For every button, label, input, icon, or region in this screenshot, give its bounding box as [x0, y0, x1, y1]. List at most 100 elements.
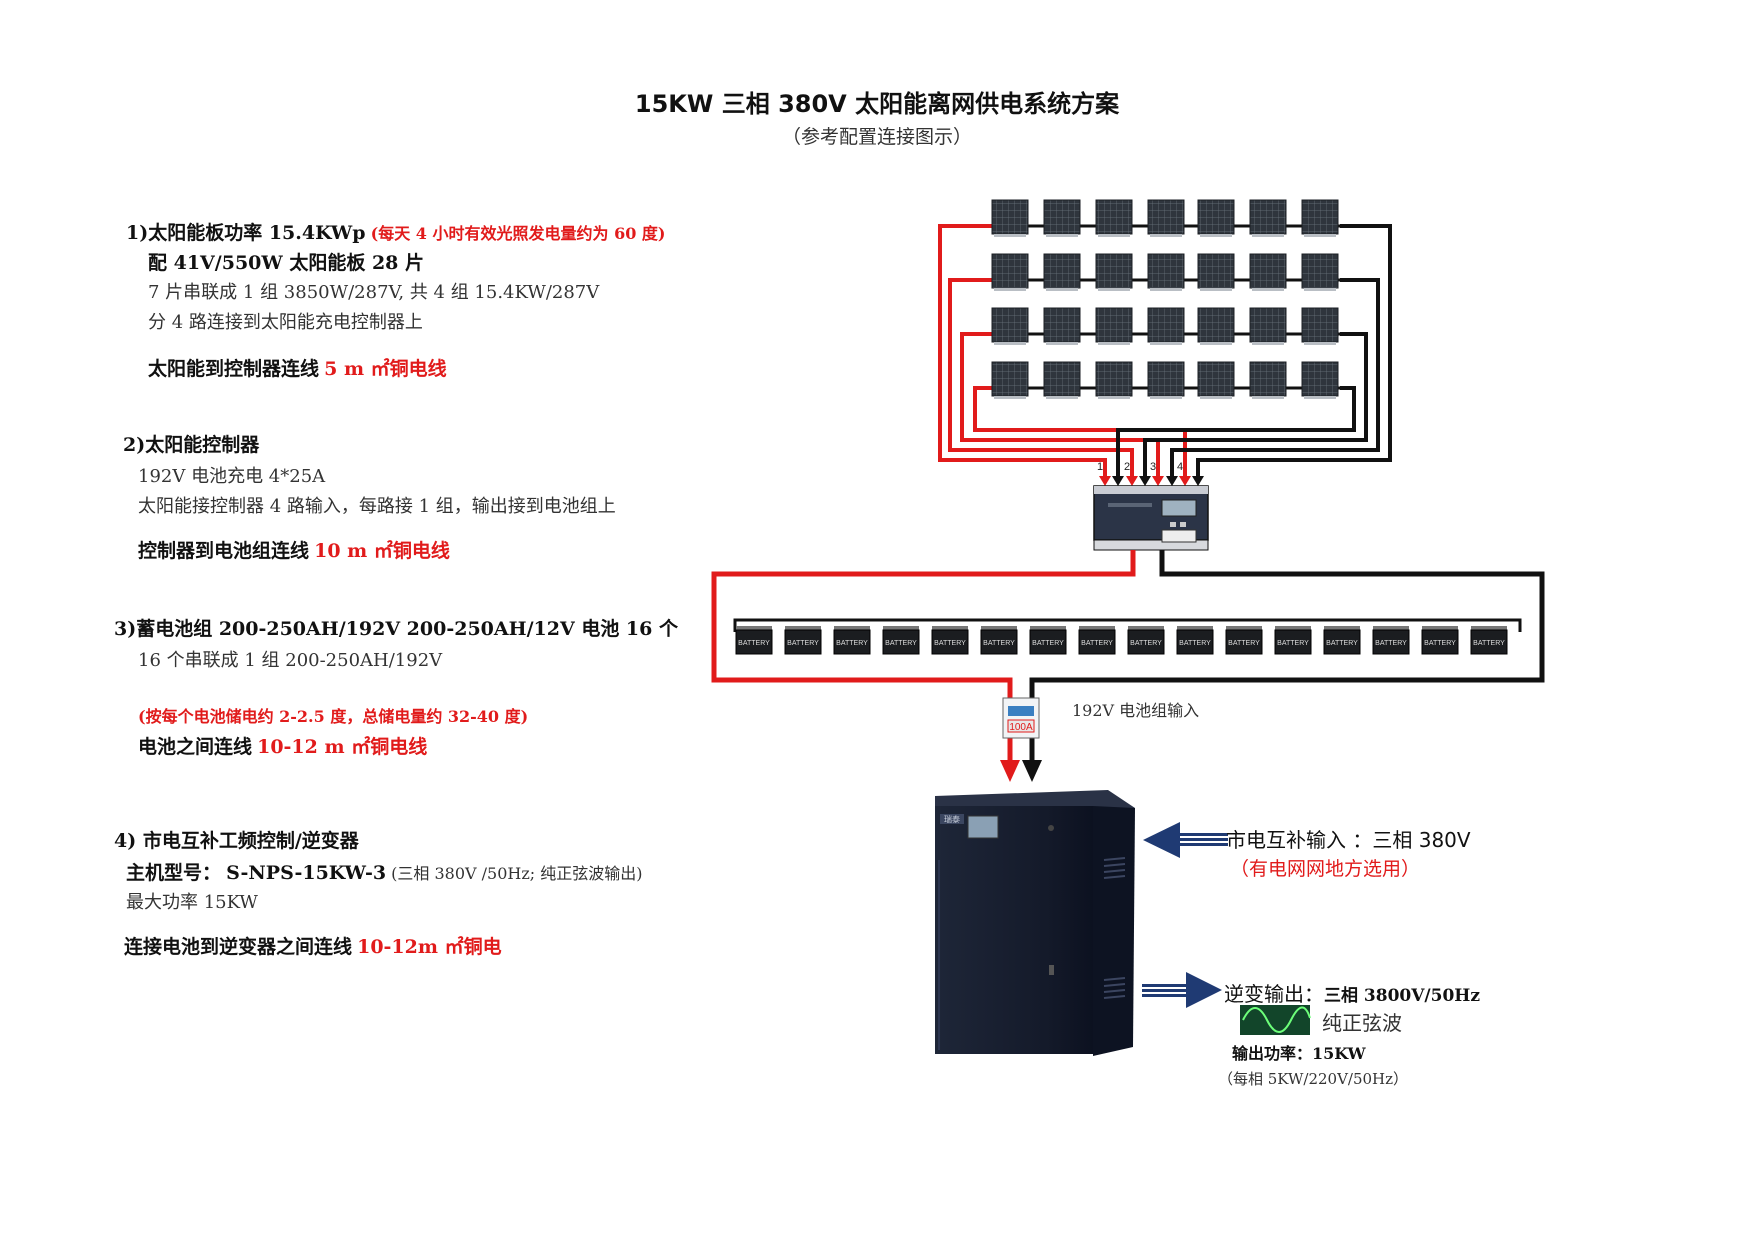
battery-label: BATTERY	[787, 640, 819, 647]
battery-label: BATTERY	[1473, 640, 1505, 647]
sec4-cable-row: 连接电池到逆变器之间连线 10-12m ㎡铜电	[124, 932, 502, 959]
battery-unit: BATTERY	[784, 626, 822, 655]
battery-unit: BATTERY	[1176, 626, 1214, 655]
grid-input-note: （有电网网地方选用）	[1230, 858, 1421, 880]
sine-wave-icon	[1240, 1005, 1311, 1035]
solar-panel	[1301, 361, 1339, 399]
inverter-output-label: 逆变输出：	[1224, 982, 1324, 1006]
sec4-line2: 最大功率 15KW	[126, 892, 258, 913]
sec1-cable-value: 5 m ㎡铜电线	[324, 358, 447, 380]
solar-panel	[1197, 253, 1235, 291]
cabinet-display	[967, 815, 999, 839]
battery-label: BATTERY	[836, 640, 868, 647]
battery-unit: BATTERY	[1225, 626, 1263, 655]
sine-label: 纯正弦波	[1322, 1011, 1402, 1035]
sec1-line3: 分 4 路连接到太阳能充电控制器上	[148, 312, 423, 333]
battery-label: BATTERY	[1375, 640, 1407, 647]
controller-input-numbers: 1 2 3 4	[1097, 461, 1183, 473]
battery-label: BATTERY	[1081, 640, 1113, 647]
sec4-cable-value: 10-12m ㎡铜电	[357, 936, 502, 958]
page-title: 15KW 三相 380V 太阳能离网供电系统方案	[634, 90, 1120, 118]
sec1-line2: 7 片串联成 1 组 3850W/287V, 共 4 组 15.4KW/287V	[148, 282, 600, 303]
battery-label: BATTERY	[1130, 640, 1162, 647]
solar-panel	[1249, 199, 1287, 237]
solar-panel	[1249, 253, 1287, 291]
solar-panel	[991, 199, 1029, 237]
sec3-cable-value: 10-12 m ㎡铜电线	[257, 736, 428, 758]
solar-panel	[991, 361, 1029, 399]
solar-panel	[991, 307, 1029, 345]
solar-panel	[1249, 361, 1287, 399]
solar-panel	[1197, 361, 1235, 399]
input-label-3: 3	[1150, 461, 1156, 473]
solar-panel	[1301, 253, 1339, 291]
input-label-2: 2	[1124, 461, 1130, 473]
battery-unit: BATTERY	[1470, 626, 1508, 655]
solar-panel	[1095, 199, 1133, 237]
breaker-100a: 100A	[1002, 697, 1040, 739]
battery-label: BATTERY	[1326, 640, 1358, 647]
battery-unit: BATTERY	[882, 626, 920, 655]
battery-unit: BATTERY	[1127, 626, 1165, 655]
sec1-heading-row: 1)太阳能板功率 15.4KWp (每天 4 小时有效光照发电量约为 60 度)	[126, 218, 665, 245]
solar-charge-controller	[1093, 485, 1209, 551]
input-label-1: 1	[1097, 461, 1103, 473]
sec1-cable-row: 太阳能到控制器连线 5 m ㎡铜电线	[148, 354, 447, 381]
solar-panel	[1043, 199, 1081, 237]
solar-panel	[1095, 307, 1133, 345]
sec2-cable-label: 控制器到电池组连线	[138, 540, 310, 562]
battery-label: BATTERY	[1228, 640, 1260, 647]
solar-panel	[1043, 253, 1081, 291]
sec2-line1: 192V 电池充电 4*25A	[138, 466, 326, 487]
sec1-heading: 1)太阳能板功率 15.4KWp	[126, 222, 366, 244]
battery-unit: BATTERY	[833, 626, 871, 655]
battery-input-arrows	[1000, 760, 1042, 782]
inverter-output-row: 逆变输出：三相 3800V/50Hz	[1224, 978, 1480, 1007]
input-label-4: 4	[1177, 461, 1183, 473]
battery-label: BATTERY	[934, 640, 966, 647]
battery-label: BATTERY	[738, 640, 770, 647]
battery-label: BATTERY	[885, 640, 917, 647]
battery-bank: BATTERY BATTERY BATTERY BATTERY BATTERY BATTE…	[735, 626, 1508, 655]
sec4-model-value: S-NPS-15KW-3	[226, 862, 387, 884]
inverter-cabinet: 瑞泰	[935, 790, 1135, 1056]
sec1-cable-label: 太阳能到控制器连线	[148, 358, 320, 380]
solar-panel	[1147, 307, 1185, 345]
sec3-heading: 3)蓄电池组 200-250AH/192V 200-250AH/12V 电池 1…	[114, 618, 678, 640]
battery-label: BATTERY	[1179, 640, 1211, 647]
solar-panel	[1095, 253, 1133, 291]
solar-panel	[1197, 199, 1235, 237]
solar-panel	[1301, 199, 1339, 237]
controller-input-arrows	[1099, 476, 1204, 486]
page-subtitle: （参考配置连接图示）	[781, 126, 972, 148]
battery-unit: BATTERY	[1274, 626, 1312, 655]
battery-unit: BATTERY	[931, 626, 969, 655]
battery-unit: BATTERY	[735, 626, 773, 655]
grid-input-arrow	[1143, 822, 1228, 858]
sec2-cable-row: 控制器到电池组连线 10 m ㎡铜电线	[138, 536, 450, 563]
solar-panel	[1197, 307, 1235, 345]
sec2-cable-value: 10 m ㎡铜电线	[314, 540, 450, 562]
sec2-line2: 太阳能接控制器 4 路输入，每路接 1 组，输出接到电池组上	[138, 496, 616, 517]
sec4-cable-label: 连接电池到逆变器之间连线	[124, 936, 353, 958]
sec3-note: (按每个电池储电约 2-2.5 度，总储电量约 32-40 度)	[138, 707, 529, 726]
sec4-model-note: (三相 380V /50Hz; 纯正弦波输出)	[391, 864, 643, 883]
breaker-label: 100A	[1009, 722, 1033, 733]
battery-unit: BATTERY	[1029, 626, 1067, 655]
sec2-heading: 2)太阳能控制器	[123, 434, 260, 456]
battery-label: BATTERY	[1277, 640, 1309, 647]
battery-label: BATTERY	[983, 640, 1015, 647]
sec3-line1: 16 个串联成 1 组 200-250AH/192V	[138, 650, 443, 671]
battery-loop-wiring	[711, 550, 1545, 760]
solar-panel	[1043, 361, 1081, 399]
sec4-model-row: 主机型号： S-NPS-15KW-3 (三相 380V /50Hz; 纯正弦波输…	[126, 858, 643, 885]
battery-unit: BATTERY	[1421, 626, 1459, 655]
battery-unit: BATTERY	[1078, 626, 1116, 655]
per-phase-note: （每相 5KW/220V/50Hz）	[1218, 1070, 1409, 1088]
sec1-line1: 配 41V/550W 太阳能板 28 片	[148, 252, 425, 274]
cabinet-logo	[940, 814, 964, 824]
battery-label: BATTERY	[1032, 640, 1064, 647]
solar-panel	[1301, 307, 1339, 345]
sec3-cable-label: 电池之间连线	[138, 736, 253, 758]
